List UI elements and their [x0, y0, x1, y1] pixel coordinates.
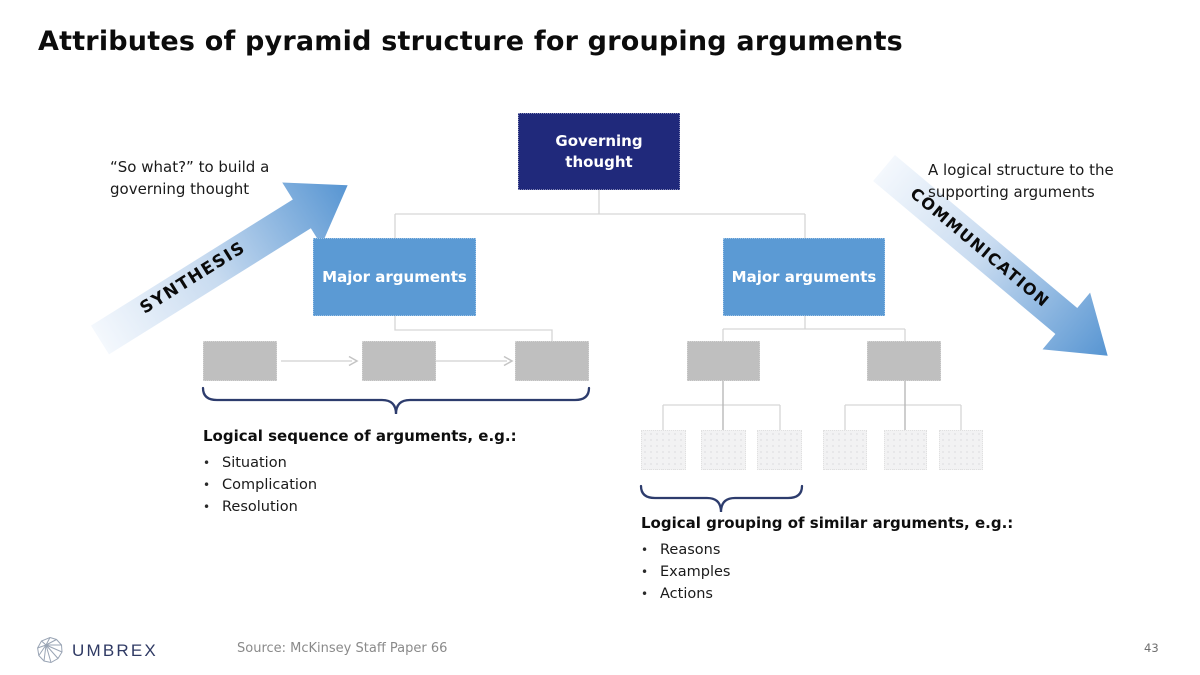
- group-child-box-3: [757, 430, 802, 470]
- group-child-box-5: [884, 430, 927, 470]
- left-note: Logical sequence of arguments, e.g.: • Si…: [203, 427, 603, 518]
- sequence-box-2: [362, 341, 436, 381]
- right-annotation: A logical structure to the supporting ar…: [928, 161, 1114, 201]
- synthesis-arrow-label: SYNTHESIS: [136, 237, 250, 319]
- right-note-bullet-1: Reasons: [660, 542, 721, 558]
- right-note-heading: Logical grouping of similar arguments, e…: [641, 514, 1014, 532]
- governing-thought-label: Governing thought: [555, 132, 643, 171]
- bullet-icon: •: [641, 587, 649, 601]
- group-child-box-6: [939, 430, 983, 470]
- umbrex-logo-icon: [37, 636, 63, 664]
- major-arguments-right-label: Major arguments: [731, 268, 877, 286]
- right-brace: [639, 484, 804, 513]
- left-note-bullet-3: Resolution: [222, 499, 298, 515]
- brand-logo: UMBREX: [36, 636, 158, 664]
- left-note-bullet-2: Complication: [222, 477, 318, 493]
- right-note-bullet-2: Examples: [660, 564, 731, 580]
- list-item: • Reasons: [641, 539, 1071, 561]
- group-parent-box-1: [687, 341, 760, 381]
- group-child-box-2: [701, 430, 746, 470]
- governing-thought-box: Governing thought: [518, 113, 680, 190]
- bullet-icon: •: [641, 543, 649, 557]
- left-note-list: • Situation • Complication • Resolution: [203, 452, 603, 518]
- brand-name: UMBREX: [72, 641, 158, 660]
- list-item: • Examples: [641, 561, 1071, 583]
- list-item: • Complication: [203, 474, 603, 496]
- bullet-icon: •: [641, 565, 649, 579]
- right-note-bullet-3: Actions: [660, 586, 713, 602]
- list-item: • Situation: [203, 452, 603, 474]
- sequence-box-3: [515, 341, 589, 381]
- left-note-heading: Logical sequence of arguments, e.g.:: [203, 427, 517, 445]
- group-parent-box-2: [867, 341, 941, 381]
- tree-connector-stubs: [722, 381, 906, 430]
- bullet-icon: •: [203, 478, 211, 492]
- list-item: • Resolution: [203, 496, 603, 518]
- source-text: Source: McKinsey Staff Paper 66: [237, 641, 448, 656]
- left-brace: [201, 386, 591, 415]
- right-note-list: • Reasons • Examples • Actions: [641, 539, 1071, 605]
- list-item: • Actions: [641, 583, 1071, 605]
- right-note: Logical grouping of similar arguments, e…: [641, 514, 1071, 605]
- major-arguments-left-box: Major arguments: [313, 238, 476, 316]
- major-arguments-right-box: Major arguments: [723, 238, 885, 316]
- left-note-bullet-1: Situation: [222, 455, 287, 471]
- major-arguments-left-label: Major arguments: [322, 268, 467, 286]
- bullet-icon: •: [203, 456, 211, 470]
- group-child-box-4: [823, 430, 867, 470]
- bullet-icon: •: [203, 500, 211, 514]
- slide-title: Attributes of pyramid structure for grou…: [38, 26, 903, 57]
- page-number: 43: [1144, 641, 1159, 655]
- group-child-box-1: [641, 430, 686, 470]
- sequence-box-1: [203, 341, 277, 381]
- left-annotation: “So what?” to build a governing thought: [110, 158, 270, 198]
